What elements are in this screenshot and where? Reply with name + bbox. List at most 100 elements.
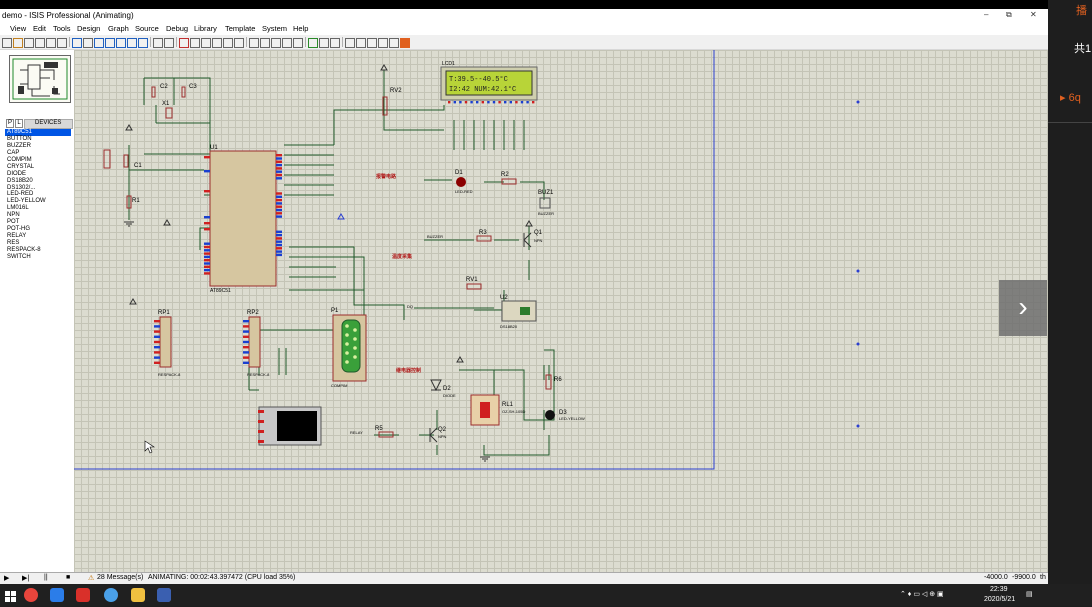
device-item[interactable]: DS1302/... (7, 184, 36, 191)
overview-window[interactable] (9, 55, 71, 103)
coord-x: -4000.0 (984, 574, 1008, 581)
chrome-icon[interactable] (24, 588, 38, 602)
toolbar-button-icon[interactable] (13, 38, 23, 48)
menu-template[interactable]: Template (225, 24, 256, 33)
device-item[interactable]: POT (7, 219, 20, 226)
library-button[interactable]: L (15, 119, 23, 128)
toolbar-button-icon[interactable] (319, 38, 329, 48)
pause-button[interactable]: || (44, 574, 48, 581)
device-item[interactable]: RELAY (7, 233, 27, 240)
device-item[interactable]: LED-RED (7, 191, 34, 198)
toolbar-button-icon[interactable] (153, 38, 163, 48)
pin-marker (276, 237, 282, 240)
toolbar-button-icon[interactable] (105, 38, 115, 48)
pin-marker (276, 230, 282, 233)
close-button[interactable]: ✕ (1030, 10, 1037, 19)
toolbar-button-icon[interactable] (260, 38, 270, 48)
tray-icons[interactable]: ⌃ ♦ ▭ ◁ ⊕ ▣ (900, 591, 944, 598)
device-item[interactable]: COMPIM (7, 156, 32, 163)
menu-tools[interactable]: Tools (53, 24, 71, 33)
toolbar-button-icon[interactable] (179, 38, 189, 48)
pin-marker (154, 346, 160, 349)
stop-button[interactable]: ■ (66, 574, 71, 581)
toolbar-button-icon[interactable] (83, 38, 93, 48)
toolbar-button-icon[interactable] (2, 38, 12, 48)
schematic-canvas[interactable]: C2 C3 X1 C1 R1 U1 AT89C51 (74, 50, 1048, 572)
device-item[interactable]: LM016L (7, 205, 29, 212)
device-item[interactable]: DIODE (7, 170, 27, 177)
menu-edit[interactable]: Edit (33, 24, 46, 33)
toolbar-button-icon[interactable] (72, 38, 82, 48)
toolbar-button-icon[interactable] (57, 38, 67, 48)
device-item[interactable]: POT-HG (7, 226, 31, 233)
menu-system[interactable]: System (262, 24, 288, 33)
db9-pin (353, 337, 357, 341)
toolbar-button-icon[interactable] (282, 38, 292, 48)
toolbar-button-icon[interactable] (356, 38, 366, 48)
messages-count[interactable]: 28 Message(s) (97, 574, 144, 581)
toolbar-button-icon[interactable] (345, 38, 355, 48)
toolbar-button-icon[interactable] (234, 38, 244, 48)
device-item[interactable]: LED-YELLOW (7, 198, 46, 205)
device-item[interactable]: AT89C51 (5, 129, 71, 136)
toolbar-button-icon[interactable] (378, 38, 388, 48)
menu-library[interactable]: Library (194, 24, 217, 33)
toolbar-button-icon[interactable] (201, 38, 211, 48)
play-button[interactable]: ▶ (4, 575, 10, 582)
toolbar-button-icon[interactable] (293, 38, 303, 48)
pin-marker (498, 101, 501, 104)
menu-source[interactable]: Source (135, 24, 159, 33)
annotation-relay: 继电器控制 (396, 367, 421, 374)
toolbar-button-icon[interactable] (389, 38, 399, 48)
pin-marker (487, 101, 490, 104)
device-item[interactable]: BUTTON (7, 135, 32, 142)
toolbar-button-icon[interactable] (24, 38, 34, 48)
red-app-icon[interactable] (76, 588, 90, 602)
menu-view[interactable]: View (10, 24, 27, 33)
toolbar-button-icon[interactable] (400, 38, 410, 48)
toolbar-button-icon[interactable] (164, 38, 174, 48)
toolbar-button-icon[interactable] (127, 38, 137, 48)
device-item[interactable]: RES (7, 240, 20, 246)
u1-label: U1 (210, 145, 218, 151)
pick-device-button[interactable]: P (6, 119, 14, 128)
maximize-button[interactable]: ⧉ (1006, 10, 1012, 19)
minimize-button[interactable]: – (984, 10, 989, 19)
right-pane-item[interactable]: ▸ 6q (1060, 92, 1081, 104)
next-arrow-button[interactable]: › (999, 280, 1047, 336)
device-item[interactable]: SWITCH (7, 253, 31, 260)
toolbar-button-icon[interactable] (94, 38, 104, 48)
toolbar-button-icon[interactable] (308, 38, 318, 48)
toolbar-button-icon[interactable] (116, 38, 126, 48)
menu-debug[interactable]: Debug (166, 24, 189, 33)
notification-icon[interactable]: ▤ (1026, 591, 1033, 598)
device-item[interactable]: NPN (7, 212, 20, 219)
windows-start-icon[interactable] (5, 589, 16, 602)
menu-help[interactable]: Help (293, 24, 309, 33)
device-item[interactable]: CAP (7, 149, 20, 156)
toolbar-button-icon[interactable] (190, 38, 200, 48)
toolbar-button-icon[interactable] (212, 38, 222, 48)
device-item[interactable]: CRYSTAL (7, 163, 35, 170)
toolbar-button-icon[interactable] (249, 38, 259, 48)
menu-design[interactable]: Design (77, 24, 101, 33)
menu-graph[interactable]: Graph (108, 24, 129, 33)
toolbar-button-icon[interactable] (271, 38, 281, 48)
device-item[interactable]: DS18B20 (7, 177, 33, 184)
window-title: demo - ISIS Professional (Animating) (2, 11, 134, 20)
toolbar-button-icon[interactable] (330, 38, 340, 48)
toolbar-button-icon[interactable] (223, 38, 233, 48)
toolbar-button-icon[interactable] (367, 38, 377, 48)
toolbar-button-icon[interactable] (46, 38, 56, 48)
step-button[interactable]: ▶| (22, 575, 30, 582)
device-item[interactable]: BUZZER (7, 142, 31, 149)
isis-taskbar-icon[interactable] (157, 588, 171, 602)
device-item[interactable]: RESPACK-8 (7, 246, 41, 253)
toolbar-button-icon[interactable] (138, 38, 148, 48)
blue-app-icon[interactable] (104, 588, 118, 602)
toolbar-button-icon[interactable] (35, 38, 45, 48)
search-app-icon[interactable] (50, 588, 64, 602)
rp2-part: RESPACK-8 (247, 372, 270, 377)
pin-marker (154, 361, 160, 364)
file-explorer-icon[interactable] (131, 588, 145, 602)
